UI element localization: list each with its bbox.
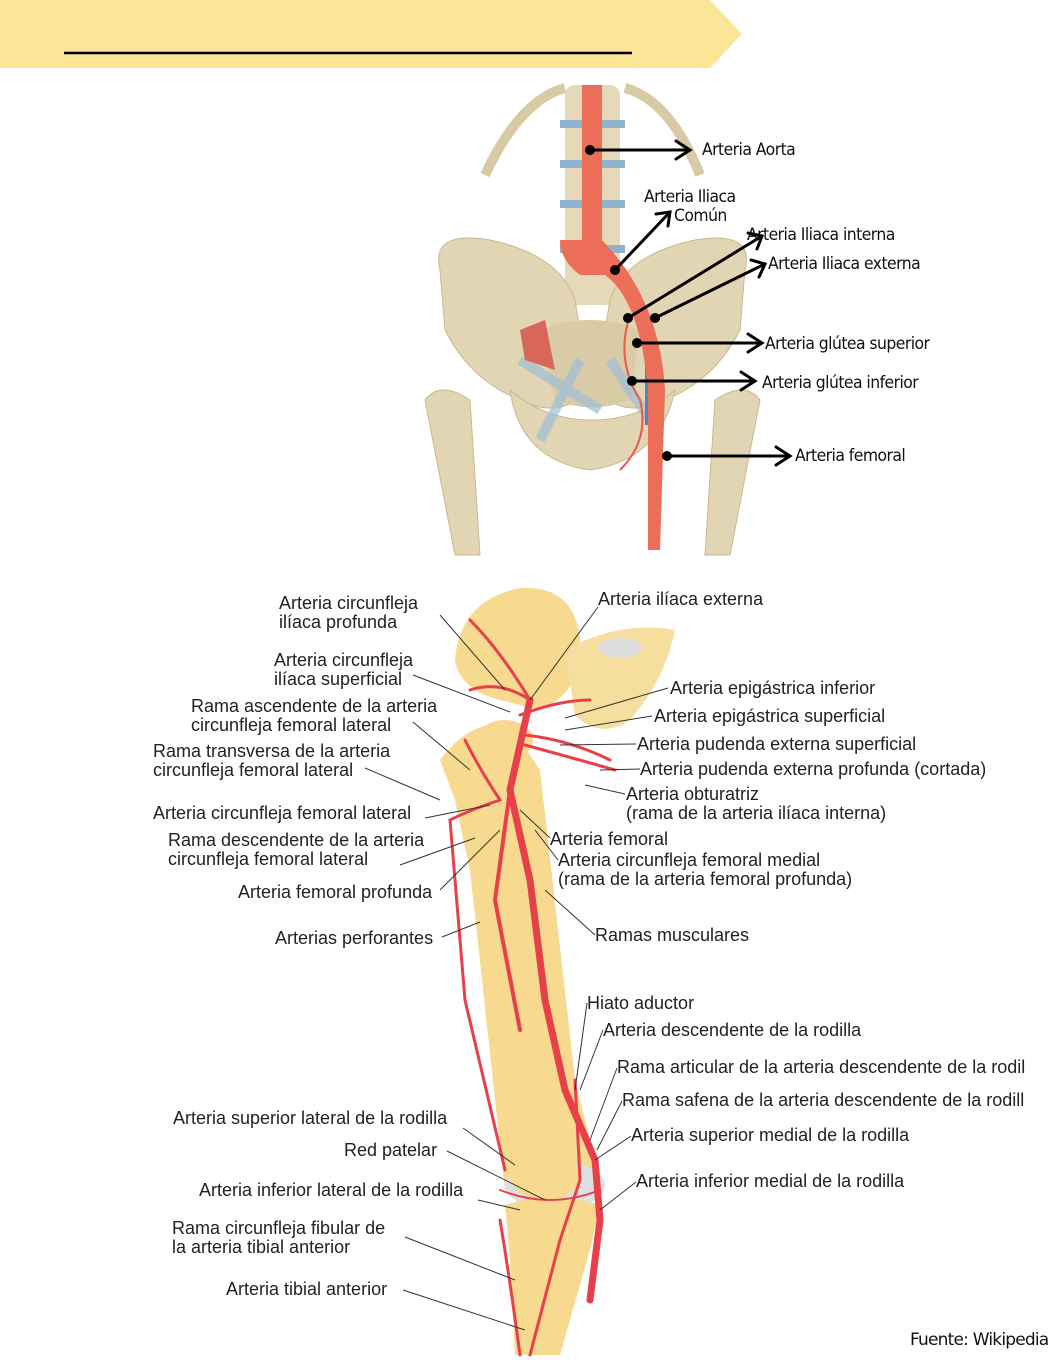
leg-label: Arteria pudenda externa profunda (cortad… [640,759,987,779]
arrow-iliaca-interna [626,231,765,320]
leg-label: Arteria pudenda externa superficial [637,734,917,754]
leg-label: Arteria superior medial de la rodilla [631,1125,910,1145]
title-banner [0,0,742,68]
pelvis-label: Arteria Iliaca [644,187,736,207]
leg-label: Rama safena de la arteria descendente de… [622,1090,1025,1110]
pelvis-label: Arteria Iliaca interna [747,225,895,245]
leg-label: Ramas musculares [595,925,750,945]
leg-label: Hiato aductor [587,993,695,1013]
leg-leader-lines [364,606,669,1331]
leg-label: Arteria femoral profunda [238,882,433,902]
arrow-iliaca-comun [613,210,672,272]
leg-label: Arteria obturatriz (rama de la arteria i… [626,784,887,823]
pelvis-label: Arteria Aorta [702,140,796,160]
leg-label: Rama ascendente de la arteria circunflej… [191,696,438,735]
source-credit: Fuente: Wikipedia [910,1330,1049,1350]
arrow-femoral [665,445,793,467]
arrow-iliaca-externa [653,258,768,320]
leg-label: Arteria tibial anterior [226,1279,388,1299]
arrow-aorta [588,139,693,161]
leg-label: Arteria circunfleja ilíaca superficial [274,650,414,689]
leg-label: Arteria superior lateral de la rodilla [173,1108,448,1128]
pelvis-label: Arteria glútea inferior [762,373,919,393]
arrow-glutea-inferior [630,370,758,392]
leg-label: Rama articular de la arteria descendente… [617,1057,1026,1077]
leg-label: Rama transversa de la arteria circunflej… [153,741,391,780]
leg-label: Arteria ilíaca externa [598,589,764,609]
leg-label: Arteria descendente de la rodilla [603,1020,862,1040]
leg-label: Red patelar [344,1140,438,1160]
pelvis-label: Arteria femoral [795,446,906,466]
leg-illustration [440,587,675,1357]
pelvis-label: Arteria Iliaca externa [768,254,921,274]
pelvis-label: Arteria glútea superior [765,334,930,354]
leg-label: Arteria epigástrica superficial [654,706,886,726]
leg-label: Arteria inferior medial de la rodilla [636,1171,905,1191]
leg-label: Arteria circunfleja femoral medial (rama… [558,850,853,889]
leg-label: Rama circunfleja fibular de la arteria t… [172,1218,386,1257]
pelvis-arrows [585,139,793,467]
pelvis-label: Común [674,206,727,226]
leg-label: Arterias perforantes [275,928,434,948]
leg-label: Arteria epigástrica inferior [670,678,876,698]
leg-label: Arteria circunfleja femoral lateral [153,803,412,823]
arrow-glutea-superior [635,332,765,354]
leg-label: Arteria inferior lateral de la rodilla [199,1180,464,1200]
pelvis-illustration [424,83,761,556]
leg-label: Arteria femoral [550,829,669,849]
leg-label: Arteria circunfleja ilíaca profunda [279,593,419,632]
leg-label: Rama descendente de la arteria circunfle… [168,830,425,869]
